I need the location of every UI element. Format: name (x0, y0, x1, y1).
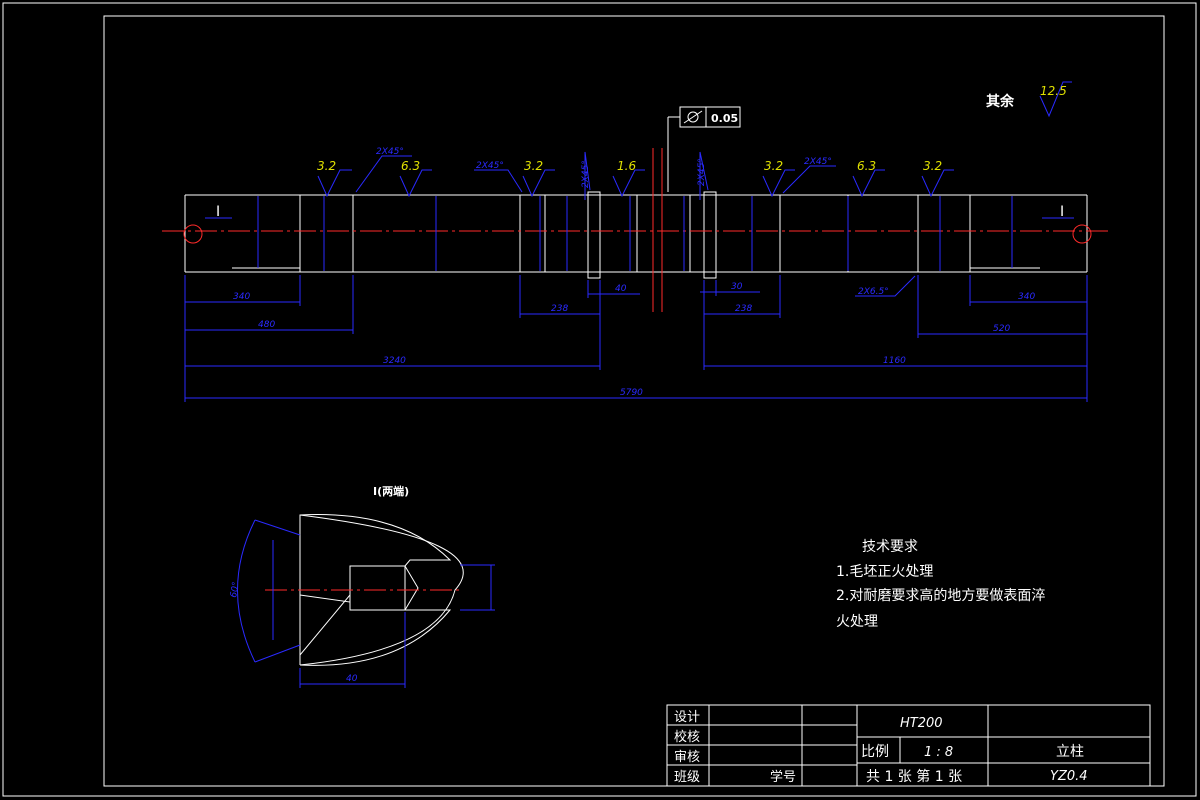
dim-520: 520 (993, 324, 1010, 334)
tb-design: 设计 (674, 710, 700, 725)
dim-340-right: 340 (1018, 292, 1035, 302)
tb-drawing-no: YZ0.4 (1050, 769, 1088, 784)
dim-1160: 1160 (883, 356, 906, 366)
dim-30-right: 30 (731, 282, 743, 292)
diameter-dimensions (257, 196, 1013, 271)
roughness-6: 6.3 (857, 159, 876, 173)
linear-dimensions (184, 275, 1088, 402)
tb-sheets: 共 1 张 第 1 张 (866, 768, 962, 785)
roughness-rest-label: 其余 (986, 93, 1015, 110)
roughness-4: 1.6 (617, 159, 636, 173)
tb-class: 班级 (674, 770, 700, 785)
detail-dim-40: 40 (346, 674, 358, 684)
roughness-1: 3.2 (317, 159, 336, 173)
detail-view (237, 514, 495, 688)
tb-scale-value: 1 : 8 (924, 745, 953, 760)
tb-proofread: 校核 (674, 729, 700, 745)
shaft-outline (184, 191, 1088, 279)
tb-material: HT200 (900, 716, 943, 731)
chamfer-1: 2X45° (376, 147, 404, 157)
tech-title: 技术要求 (862, 539, 918, 555)
center-hole-left (183, 224, 203, 244)
dim-480: 480 (258, 320, 275, 330)
tech-line-1: 1.毛坯正火处理 (836, 564, 933, 580)
chamfer-3: 2X45° (581, 160, 591, 188)
tb-review: 审核 (674, 750, 700, 765)
dim-238-left: 238 (551, 304, 568, 314)
chamfer-2: 2X45° (476, 161, 504, 171)
dim-40-left: 40 (615, 284, 627, 294)
roughness-7: 3.2 (923, 159, 942, 173)
chamfer-4: 2X45° (697, 158, 707, 186)
tb-part-name: 立柱 (1056, 744, 1084, 760)
chamfer-leaders (355, 151, 916, 297)
detail-label: I(两端) (373, 484, 409, 498)
roughness-symbols (317, 81, 1072, 198)
section-mark-right: I (1060, 204, 1064, 220)
chamfer-5: 2X45° (804, 157, 832, 167)
tb-scale-label: 比例 (861, 744, 889, 760)
tolerance-frame (667, 106, 741, 192)
dim-3240: 3240 (383, 356, 406, 366)
tolerance-value: 0.05 (711, 112, 738, 125)
tb-student-no: 学号 (770, 769, 796, 785)
detail-angle: 60° (229, 581, 242, 598)
section-mark-left: I (216, 204, 220, 220)
roughness-5: 3.2 (764, 159, 783, 173)
chamfer-6: 2X6.5° (858, 287, 889, 297)
drawing-frame (103, 15, 1165, 787)
center-hole-right (1072, 224, 1092, 244)
dim-238-right: 238 (735, 304, 752, 314)
dim-340-left: 340 (233, 292, 250, 302)
title-block (666, 704, 1151, 787)
roughness-rest-value: 12.5 (1040, 84, 1067, 98)
roughness-3: 3.2 (524, 159, 543, 173)
dim-5790: 5790 (620, 388, 643, 398)
tech-line-2: 2.对耐磨要求高的地方要做表面淬 (836, 587, 1045, 604)
tech-line-3: 火处理 (836, 614, 878, 630)
roughness-2: 6.3 (401, 159, 420, 173)
